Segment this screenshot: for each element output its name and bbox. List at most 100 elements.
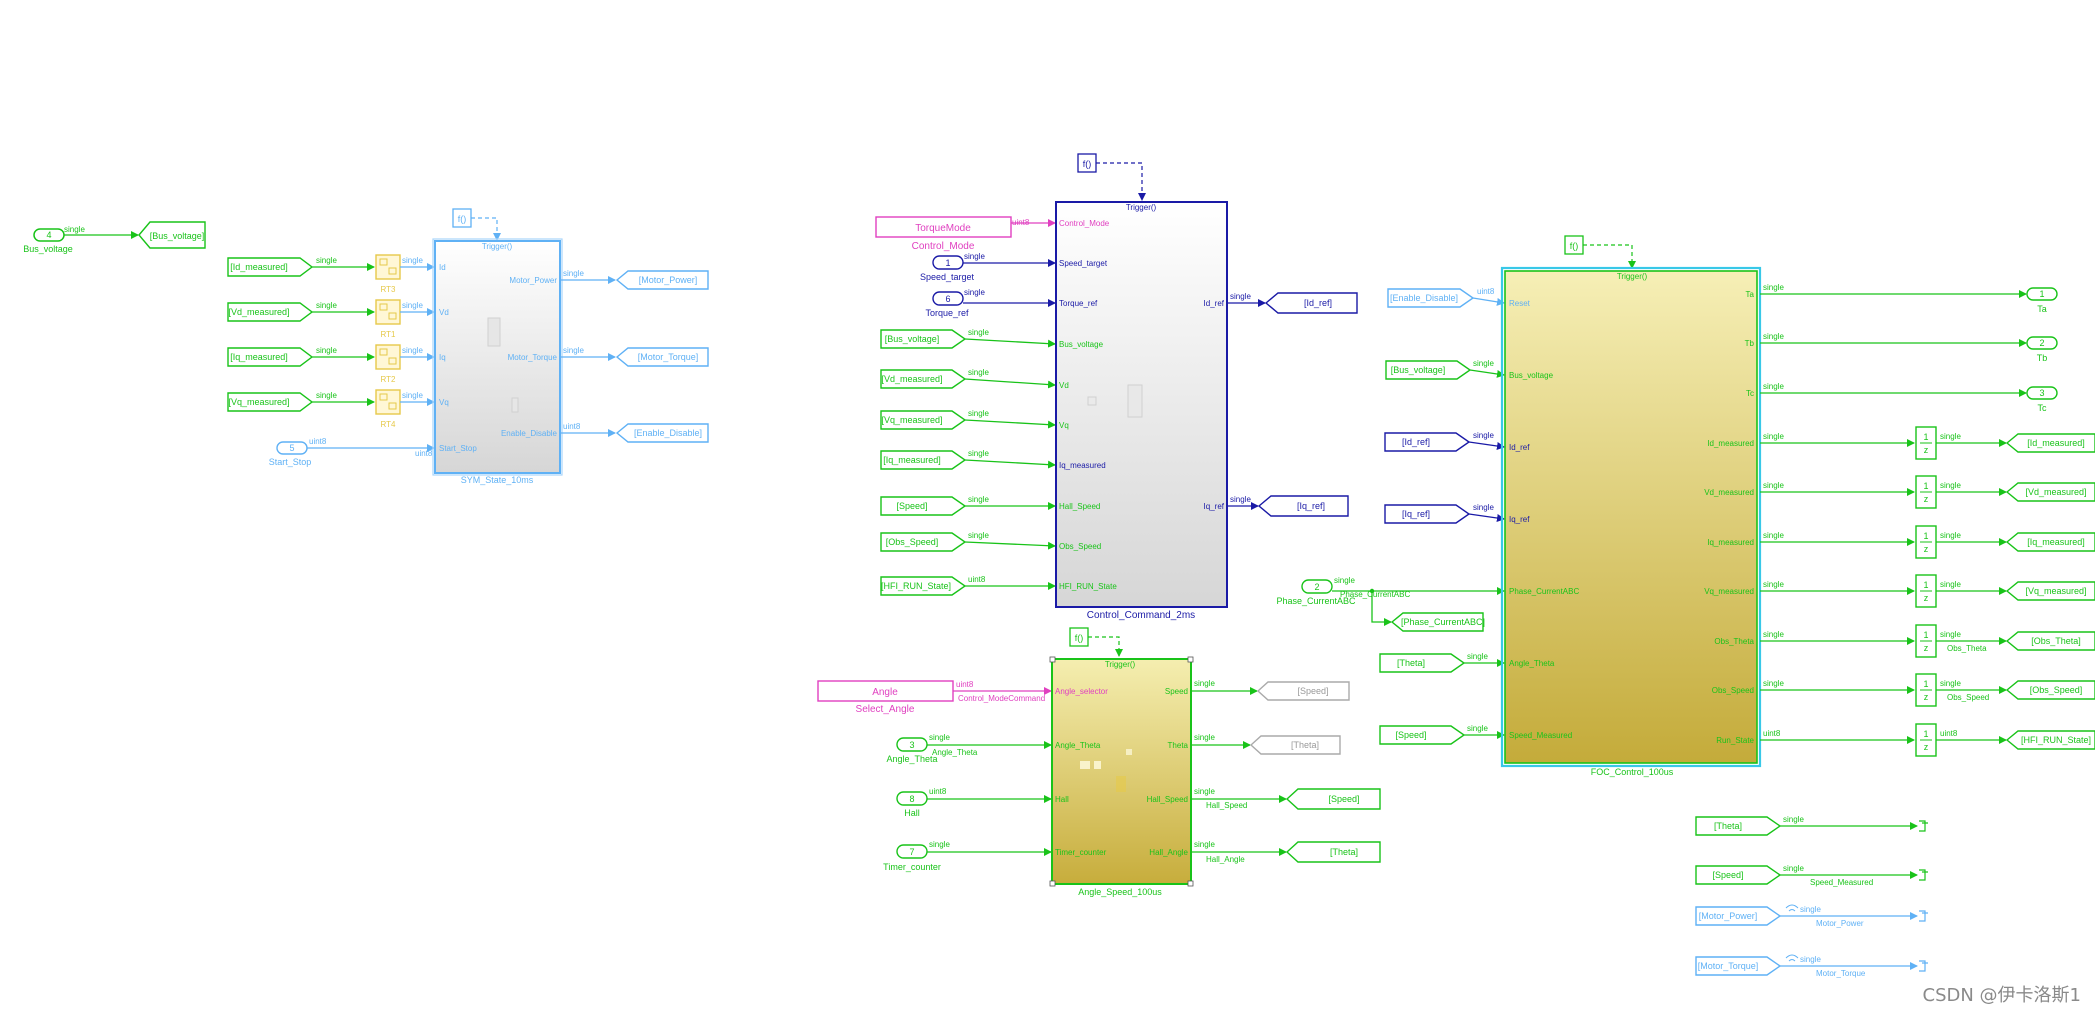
subsystem-foc-control[interactable]: Trigger() Reset Bus_voltage Id_ref Iq_re…	[1500, 266, 1762, 777]
in-port-label: Id	[439, 263, 446, 272]
in-port-label: Bus_voltage	[1059, 340, 1104, 349]
signal-type-label: single	[64, 225, 85, 234]
goto-theta-disabled[interactable]: [Theta]	[1249, 735, 1341, 755]
from-vd-measured-cc[interactable]: [Vd_measured]	[880, 369, 967, 389]
out-port-label: Ta	[1746, 290, 1755, 299]
goto-id-ref[interactable]: [Id_ref]	[1264, 292, 1358, 314]
delay-denominator: z	[1924, 544, 1929, 554]
subsystem-control-command[interactable]: Trigger() Control_Mode Speed_target Torq…	[1055, 201, 1228, 621]
goto-iq-ref[interactable]: [Iq_ref]	[1257, 495, 1349, 517]
unit-delay-obs-theta[interactable]: 1 z	[1915, 624, 1937, 658]
from-theta-term[interactable]: [Theta]	[1695, 816, 1782, 836]
subsystem-sym-state[interactable]: Trigger() Id Vd Iq Vq Start_Stop Motor_P…	[432, 238, 563, 485]
inport-phase-current[interactable]: 2 Phase_CurrentABC	[1276, 579, 1356, 606]
outport-tb[interactable]: 2 Tb	[2026, 336, 2058, 363]
rate-transition-rt1[interactable]: RT1	[375, 299, 401, 339]
unit-delay-run-state[interactable]: 1 z	[1915, 723, 1937, 757]
goto-bus-voltage[interactable]: [Bus_voltage]	[138, 221, 206, 249]
goto-obs-theta[interactable]: [Obs_Theta]	[2005, 631, 2095, 651]
terminator-icon	[1919, 820, 1928, 832]
in-port-label: Speed_Measured	[1509, 731, 1572, 740]
constant-torque-mode[interactable]: TorqueMode Control_Mode	[875, 216, 1012, 252]
subsystem-title: FOC_Control_100us	[1591, 767, 1674, 777]
inport-timer-counter[interactable]: 7 Timer_counter	[883, 844, 941, 872]
goto-speed-disabled[interactable]: [Speed]	[1256, 681, 1350, 701]
from-bus-voltage-foc[interactable]: [Bus_voltage]	[1385, 360, 1472, 380]
inport-angle-theta[interactable]: 3 Angle_Theta	[886, 737, 938, 764]
goto-obs-speed[interactable]: [Obs_Speed]	[2005, 680, 2095, 700]
goto-motor-power[interactable]: [Motor_Power]	[615, 270, 709, 290]
goto-motor-torque[interactable]: [Motor_Torque]	[615, 347, 709, 367]
unit-delay-id[interactable]: 1 z	[1915, 426, 1937, 460]
constant-value: TorqueMode	[915, 223, 971, 234]
goto-phase-currentabc[interactable]: [Phase_CurrentABC]	[1390, 612, 1485, 632]
in-port-label: HFI_RUN_State	[1059, 582, 1117, 591]
out-port-label: Id_ref	[1204, 299, 1225, 308]
goto-vq-measured[interactable]: [Vq_measured]	[2005, 581, 2095, 601]
unit-delay-vd[interactable]: 1 z	[1915, 475, 1937, 509]
from-iq-ref-foc[interactable]: [Iq_ref]	[1384, 504, 1471, 524]
goto-theta[interactable]: [Theta]	[1285, 841, 1381, 863]
from-enable-disable-foc[interactable]: [Enable_Disable]	[1387, 288, 1475, 308]
outport-ta[interactable]: 1 Ta	[2026, 287, 2058, 314]
inport-start-stop[interactable]: 5 Start_Stop	[269, 441, 312, 467]
from-vd-measured[interactable]: [Vd_measured]	[227, 302, 314, 322]
from-theta-foc[interactable]: [Theta]	[1379, 653, 1466, 673]
from-speed-term[interactable]: [Speed]	[1695, 865, 1782, 885]
signal-type-label: single	[402, 346, 423, 355]
from-speed-cc[interactable]: [Speed]	[880, 496, 967, 516]
from-vq-measured-cc[interactable]: [Vq_measured]	[880, 410, 967, 430]
from-id-measured[interactable]: [Id_measured]	[227, 257, 314, 277]
from-obs-speed-cc[interactable]: [Obs_Speed]	[880, 532, 967, 552]
unit-delay-obs-speed[interactable]: 1 z	[1915, 673, 1937, 707]
inport-number: 8	[909, 794, 914, 804]
goto-id-measured[interactable]: [Id_measured]	[2005, 433, 2095, 453]
subsystem-angle-speed[interactable]: Trigger() Angle_selector Angle_Theta Hal…	[1049, 656, 1194, 897]
from-id-ref-foc[interactable]: [Id_ref]	[1384, 432, 1471, 452]
from-motor-torque-term[interactable]: [Motor_Torque]	[1695, 956, 1782, 976]
rate-transition-rt4[interactable]: RT4	[375, 389, 401, 429]
in-port-label: Vq	[439, 398, 449, 407]
outport-tc[interactable]: 3 Tc	[2026, 386, 2058, 413]
rate-transition-rt3[interactable]: RT3	[375, 254, 401, 294]
from-iq-measured-cc[interactable]: [Iq_measured]	[880, 450, 967, 470]
goto-enable-disable[interactable]: [Enable_Disable]	[615, 423, 709, 443]
in-port-label: Iq_measured	[1059, 461, 1106, 470]
signal-line	[964, 419, 1056, 429]
signal-type-label: single	[968, 449, 989, 458]
inport-torque-ref[interactable]: 6 Torque_ref	[925, 291, 969, 318]
signal-type-label: single	[1940, 580, 1961, 589]
unit-delay-vq[interactable]: 1 z	[1915, 574, 1937, 608]
inport-hall[interactable]: 8 Hall	[896, 791, 928, 818]
goto-iq-measured[interactable]: [Iq_measured]	[2005, 532, 2095, 552]
goto-vd-measured[interactable]: [Vd_measured]	[2005, 482, 2095, 502]
signal-type-label: single	[316, 256, 337, 265]
signal-line	[964, 338, 1056, 348]
from-motor-power-term[interactable]: [Motor_Power]	[1695, 906, 1782, 926]
from-hfi-run-state-cc[interactable]: [HFI_RUN_State]	[880, 576, 967, 596]
function-call-generator-control[interactable]: f()	[1077, 153, 1097, 173]
from-iq-measured[interactable]: [Iq_measured]	[227, 347, 314, 367]
goto-label: [Vq_measured]	[2025, 586, 2086, 596]
function-call-generator-sym[interactable]: f()	[452, 208, 472, 228]
goto-speed[interactable]: [Speed]	[1285, 788, 1381, 810]
from-bus-voltage-cc[interactable]: [Bus_voltage]	[880, 329, 967, 349]
unit-delay-iq[interactable]: 1 z	[1915, 525, 1937, 559]
function-call-generator-angle[interactable]: f()	[1069, 627, 1089, 647]
trigger-line	[1088, 636, 1123, 657]
from-speed-foc[interactable]: [Speed]	[1379, 725, 1466, 745]
in-port-label: Angle_Theta	[1509, 659, 1555, 668]
goto-hfi-run-state[interactable]: [HFI_RUN_State]	[2005, 730, 2095, 750]
from-label: [Speed]	[896, 501, 927, 511]
in-port-label: Iq_ref	[1509, 515, 1530, 524]
constant-angle[interactable]: Angle Select_Angle	[817, 680, 954, 715]
rate-transition-rt2[interactable]: RT2	[375, 344, 401, 384]
function-call-generator-foc[interactable]: f()	[1564, 235, 1584, 255]
from-label: [Speed]	[1395, 730, 1426, 740]
signal-type-label: single	[968, 531, 989, 540]
from-vq-measured[interactable]: [Vq_measured]	[227, 392, 314, 412]
outport-label: Ta	[2037, 304, 2047, 314]
line-label: Obs_Theta	[1947, 644, 1987, 653]
signal-type-label: single	[1467, 724, 1488, 733]
inport-number: 6	[945, 294, 950, 304]
